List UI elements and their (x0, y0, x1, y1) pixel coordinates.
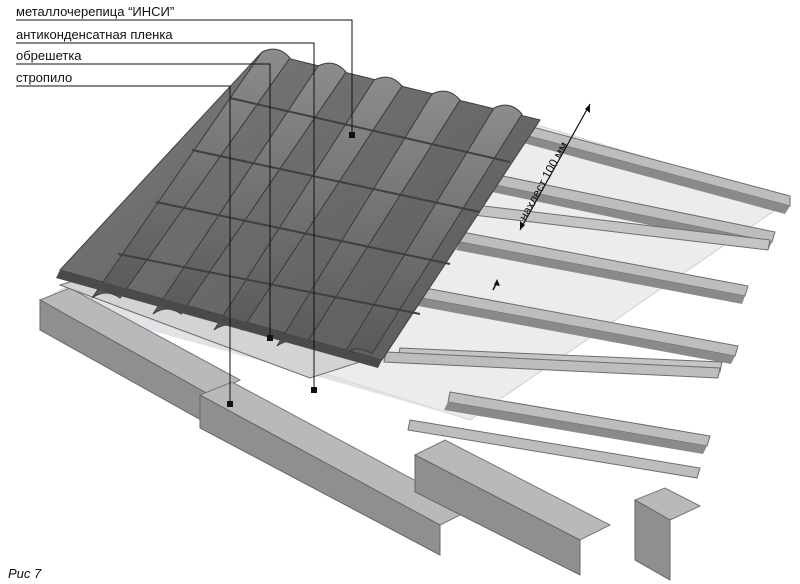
batten-8 (444, 391, 711, 454)
label-rafter: стропило (16, 70, 73, 85)
overlap-dimension (519, 103, 591, 231)
batten-7 (383, 351, 721, 379)
up-arrow-icon (492, 279, 500, 291)
leader-lines (16, 19, 355, 407)
tile-steps (117, 97, 511, 315)
metal-tile-sheet (56, 48, 541, 368)
rafter-4 (633, 487, 702, 581)
label-membrane: антиконденсатная пленка (16, 27, 173, 42)
rafters (38, 287, 702, 581)
label-metal-tile: металлочерепица “ИНСИ” (16, 4, 175, 19)
leader-membrane (16, 42, 317, 393)
rafter-3 (413, 439, 612, 576)
figure-caption: Рис 7 (8, 566, 42, 581)
tile-ribs (91, 48, 523, 355)
leader-tile (16, 19, 355, 138)
leader-rafter (16, 85, 233, 407)
rafter-1 (38, 287, 242, 426)
battens (58, 124, 791, 479)
batten-9 (407, 419, 701, 479)
leader-batten (16, 63, 273, 341)
label-batten: обрешетка (16, 48, 82, 63)
